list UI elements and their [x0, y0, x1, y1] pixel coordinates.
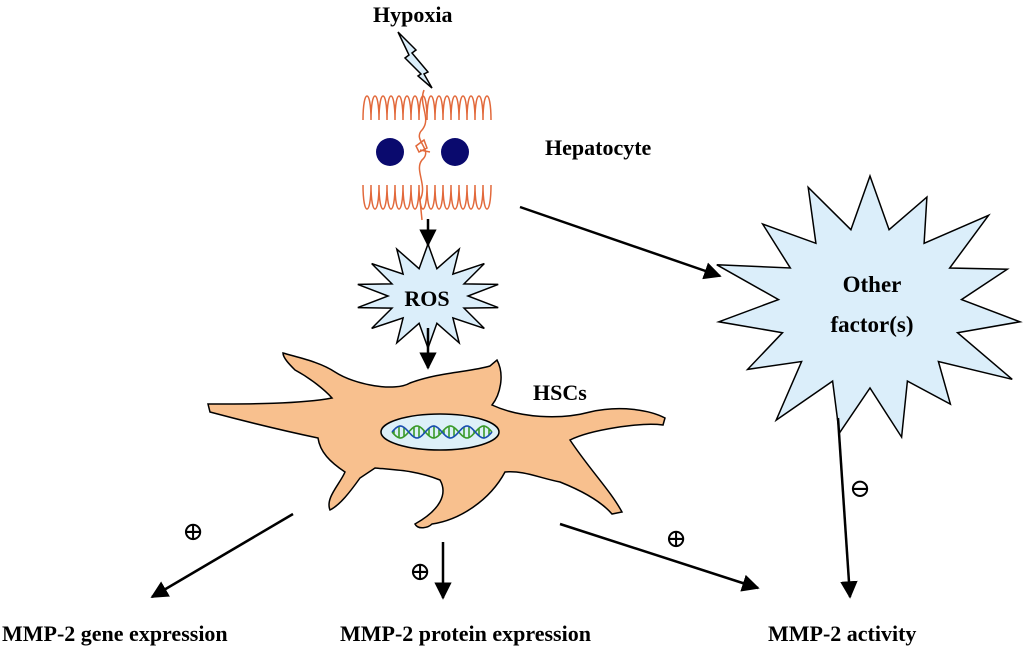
hsc-nucleus	[380, 413, 500, 451]
lightning-bolt-icon	[397, 31, 433, 89]
protein-expression-label: MMP-2 protein expression	[340, 621, 591, 646]
ros-label: ROS	[404, 286, 449, 311]
hscs-label: HSCs	[533, 380, 587, 405]
hypoxia-label: Hypoxia	[373, 2, 452, 27]
arrow-hepatocyte-to-other-factors	[519, 205, 722, 280]
arrow-hscs-to-gene-expression	[150, 512, 294, 599]
other-factors-label-line1: Other	[843, 272, 902, 297]
dna-helix-strand-icon	[391, 425, 493, 439]
hepatocyte-label: Hepatocyte	[545, 135, 652, 160]
gene-expression-positive-sign: ⊕	[182, 517, 204, 546]
protein-expression-positive-sign: ⊕	[409, 557, 431, 586]
hepatocyte-nucleus-right	[441, 138, 469, 166]
hepatocyte-membrane-bottom	[362, 184, 492, 210]
junction-knot	[415, 138, 431, 154]
hepatocyte-nucleus-left	[376, 138, 404, 166]
hsc-cell	[207, 351, 666, 529]
activity-negative-sign: ⊖	[849, 474, 871, 503]
activity-positive-sign: ⊕	[665, 524, 687, 553]
hepatocyte-cell	[362, 89, 492, 221]
cell-junction	[418, 89, 427, 221]
hepatocyte-membrane-top	[362, 95, 492, 121]
other-factors-label-line2: factor(s)	[830, 312, 913, 337]
activity-label: MMP-2 activity	[768, 621, 916, 646]
arrow-hscs-to-activity	[559, 522, 760, 592]
other-factors-starburst	[715, 173, 1023, 440]
gene-expression-label: MMP-2 gene expression	[2, 621, 228, 646]
arrow-other-factors-to-activity	[836, 417, 858, 599]
